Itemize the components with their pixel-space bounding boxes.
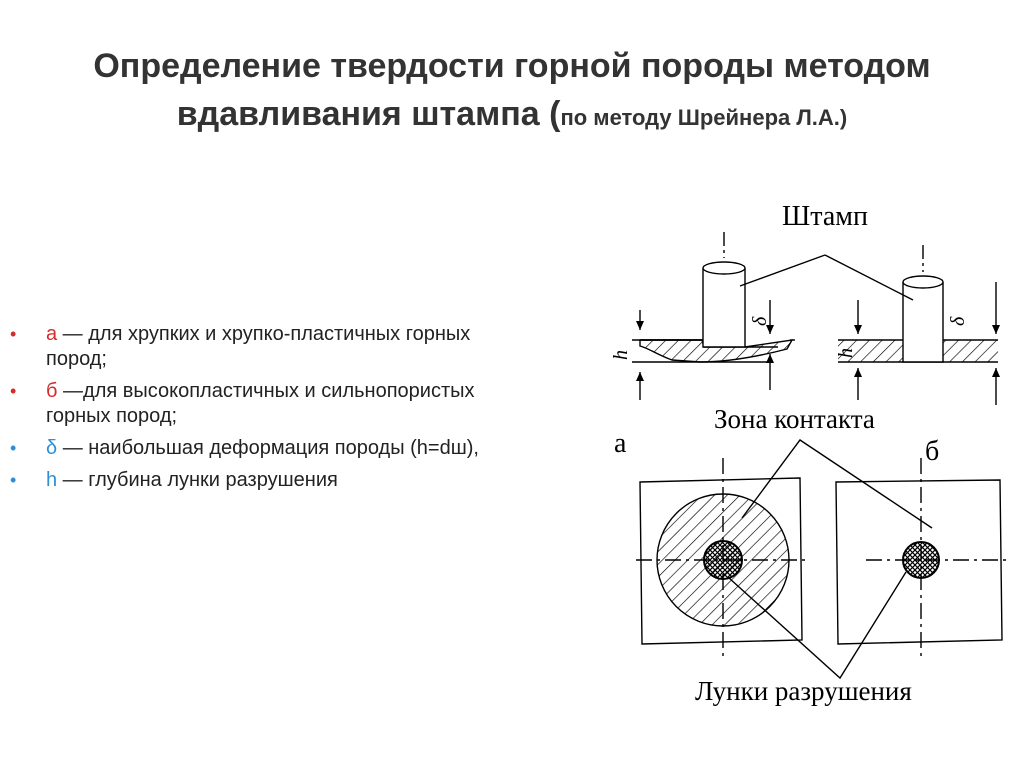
bullet-dot: • xyxy=(10,324,17,344)
label-h-right: h xyxy=(835,348,857,358)
slide-title: Определение твердости горной породы мето… xyxy=(0,42,1024,142)
label-stamp: Штамп xyxy=(782,201,868,232)
side-view-a xyxy=(632,232,795,400)
stamp-b xyxy=(902,282,944,363)
top-view-b xyxy=(835,458,1010,660)
list-item-delta: • δ — наибольшая деформация породы (h=dш)… xyxy=(10,436,530,461)
stamp-a xyxy=(702,268,746,348)
stamp-b-top xyxy=(902,275,944,289)
list-item-key: б xyxy=(46,380,58,402)
leader-stamp-b xyxy=(824,254,914,301)
title-line-2-main: вдавливания штампа ( xyxy=(176,95,561,133)
bullet-dot: • xyxy=(10,438,17,458)
list-item-key: δ xyxy=(46,437,58,459)
list-item-key: а xyxy=(46,323,58,345)
label-pits: Лунки разрушения xyxy=(695,676,912,706)
side-view-b xyxy=(838,245,1000,405)
list-item-text: — для хрупких и хрупко-пластичных горных… xyxy=(46,323,471,370)
label-b: б xyxy=(925,436,939,467)
label-delta-right: δ xyxy=(947,316,969,326)
list-item-text: —для высокопластичных и сильнопористых г… xyxy=(46,380,475,427)
title-line-2: вдавливания штампа (по методу Шрейнера Л… xyxy=(0,90,1024,142)
list-item-text: — глубина лунки разрушения xyxy=(57,469,338,491)
title-line-1: Определение твердости горной породы мето… xyxy=(93,47,931,85)
plate-b xyxy=(835,479,1003,645)
label-contact-zone: Зона контакта xyxy=(714,404,875,434)
plate-a xyxy=(639,477,803,645)
leader-pits xyxy=(728,571,907,680)
stamp-a-top xyxy=(702,261,746,275)
leader-contact-zone xyxy=(741,439,933,529)
title-line-2-sub: по методу Шрейнера Л.А.) xyxy=(560,105,848,130)
definition-list: • а — для хрупких и хрупко-пластичных гор… xyxy=(10,322,530,500)
list-item-a: • а — для хрупких и хрупко-пластичных гор… xyxy=(10,322,530,372)
bullet-dot: • xyxy=(10,381,17,401)
label-delta-left: δ xyxy=(749,316,771,326)
leader-stamp-a xyxy=(739,254,826,287)
bullet-dot: • xyxy=(10,470,17,490)
list-item-h: • h — глубина лунки разрушения xyxy=(10,468,530,493)
label-a: а xyxy=(614,428,627,459)
top-view-a xyxy=(636,458,805,660)
list-item-key: h xyxy=(46,469,58,491)
list-item-text: — наибольшая деформация породы (h=dш), xyxy=(57,437,479,459)
list-item-b: • б —для высокопластичных и сильнопористы… xyxy=(10,379,530,429)
label-h-left: h xyxy=(610,350,632,360)
